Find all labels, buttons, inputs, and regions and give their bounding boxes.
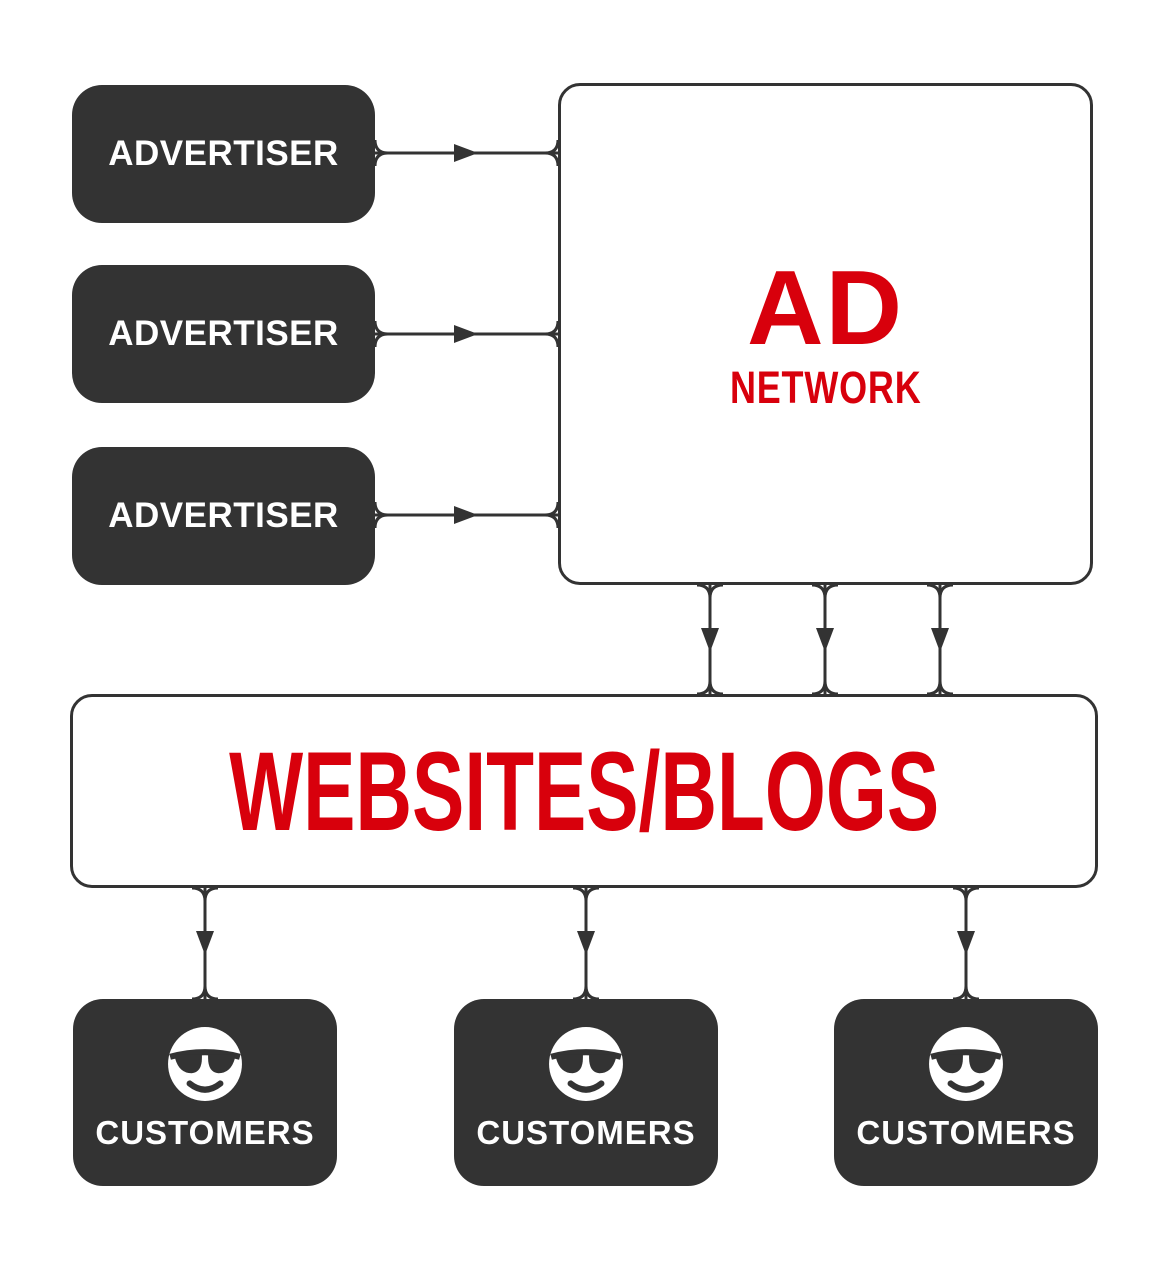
advertiser-label: ADVERTISER [108, 496, 339, 535]
websites-blogs-title: WEBSITES/BLOGS [228, 728, 939, 854]
ad-network-node: AD NETWORK [558, 83, 1093, 585]
customers-label: CUSTOMERS [856, 1114, 1076, 1151]
sunglasses-face-icon [168, 1027, 242, 1101]
advertiser-node-1: ADVERTISER [72, 85, 375, 223]
websites-blogs-node: WEBSITES/BLOGS [70, 694, 1098, 888]
advertiser-label: ADVERTISER [108, 134, 339, 173]
ad-network-title: AD [746, 249, 905, 368]
sunglasses-face-icon [549, 1027, 623, 1101]
customers-label: CUSTOMERS [476, 1114, 696, 1151]
customers-node-3: CUSTOMERS [834, 999, 1098, 1186]
advertiser-label: ADVERTISER [108, 314, 339, 353]
customers-node-1: CUSTOMERS [73, 999, 337, 1186]
advertiser-node-2: ADVERTISER [72, 265, 375, 403]
customers-label: CUSTOMERS [95, 1114, 315, 1151]
customers-node-2: CUSTOMERS [454, 999, 718, 1186]
ad-network-subtitle: NETWORK [729, 361, 922, 413]
advertiser-node-3: ADVERTISER [72, 447, 375, 585]
sunglasses-face-icon [929, 1027, 1003, 1101]
